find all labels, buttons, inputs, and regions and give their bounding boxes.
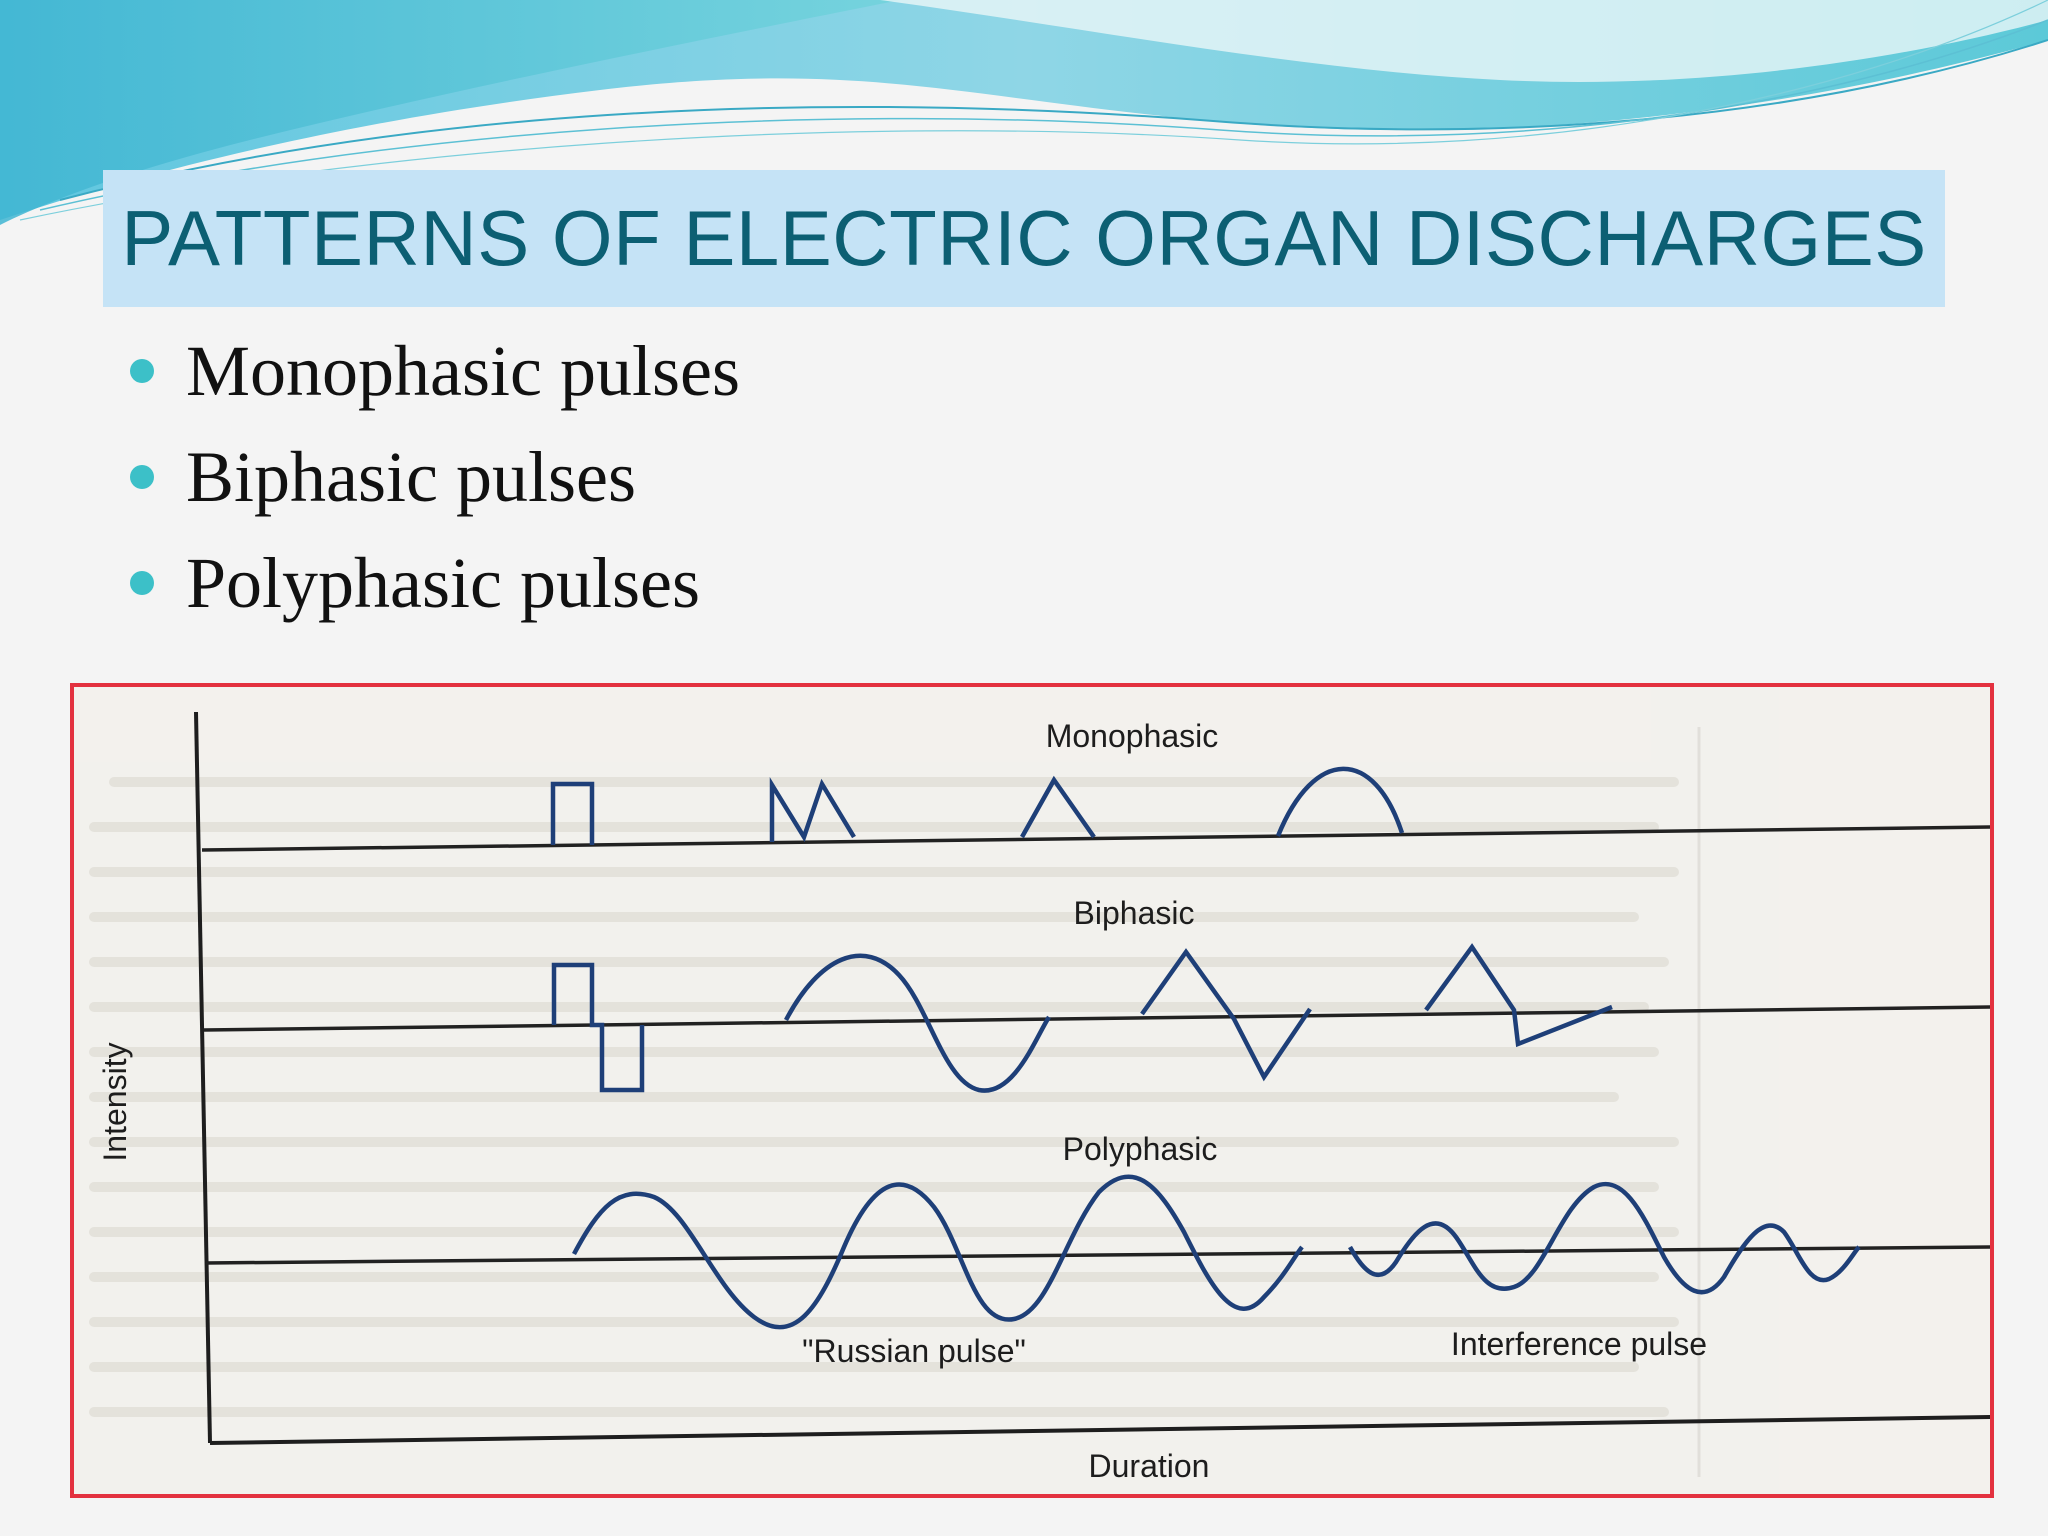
title-bar: PATTERNS OF ELECTRIC ORGAN DISCHARGES <box>103 170 1945 307</box>
bullet-item-biphasic: Biphasic pulses <box>130 424 740 530</box>
pulse-patterns-diagram: Monophasic Biphasic Polyphasic "Russian … <box>74 687 1990 1494</box>
polyphasic-label: Polyphasic <box>1063 1131 1218 1167</box>
bullet-text: Polyphasic pulses <box>186 542 700 625</box>
bullet-item-polyphasic: Polyphasic pulses <box>130 530 740 636</box>
scan-texture <box>74 687 1990 1494</box>
interference-pulse-label: Interference pulse <box>1451 1326 1707 1362</box>
bullet-text: Monophasic pulses <box>186 330 740 413</box>
slide-title: PATTERNS OF ELECTRIC ORGAN DISCHARGES <box>121 193 1927 284</box>
x-axis-label: Duration <box>1089 1448 1210 1484</box>
pulse-patterns-figure: Monophasic Biphasic Polyphasic "Russian … <box>70 683 1994 1498</box>
bullet-dot-icon <box>130 359 154 383</box>
bullet-text: Biphasic pulses <box>186 436 636 519</box>
russian-pulse-label: "Russian pulse" <box>802 1333 1026 1369</box>
monophasic-label: Monophasic <box>1046 718 1219 754</box>
bullet-dot-icon <box>130 571 154 595</box>
bullet-item-monophasic: Monophasic pulses <box>130 318 740 424</box>
bullet-list: Monophasic pulses Biphasic pulses Polyph… <box>130 318 740 636</box>
biphasic-label: Biphasic <box>1074 895 1195 931</box>
y-axis-label: Intensity <box>97 1042 133 1161</box>
bullet-dot-icon <box>130 465 154 489</box>
